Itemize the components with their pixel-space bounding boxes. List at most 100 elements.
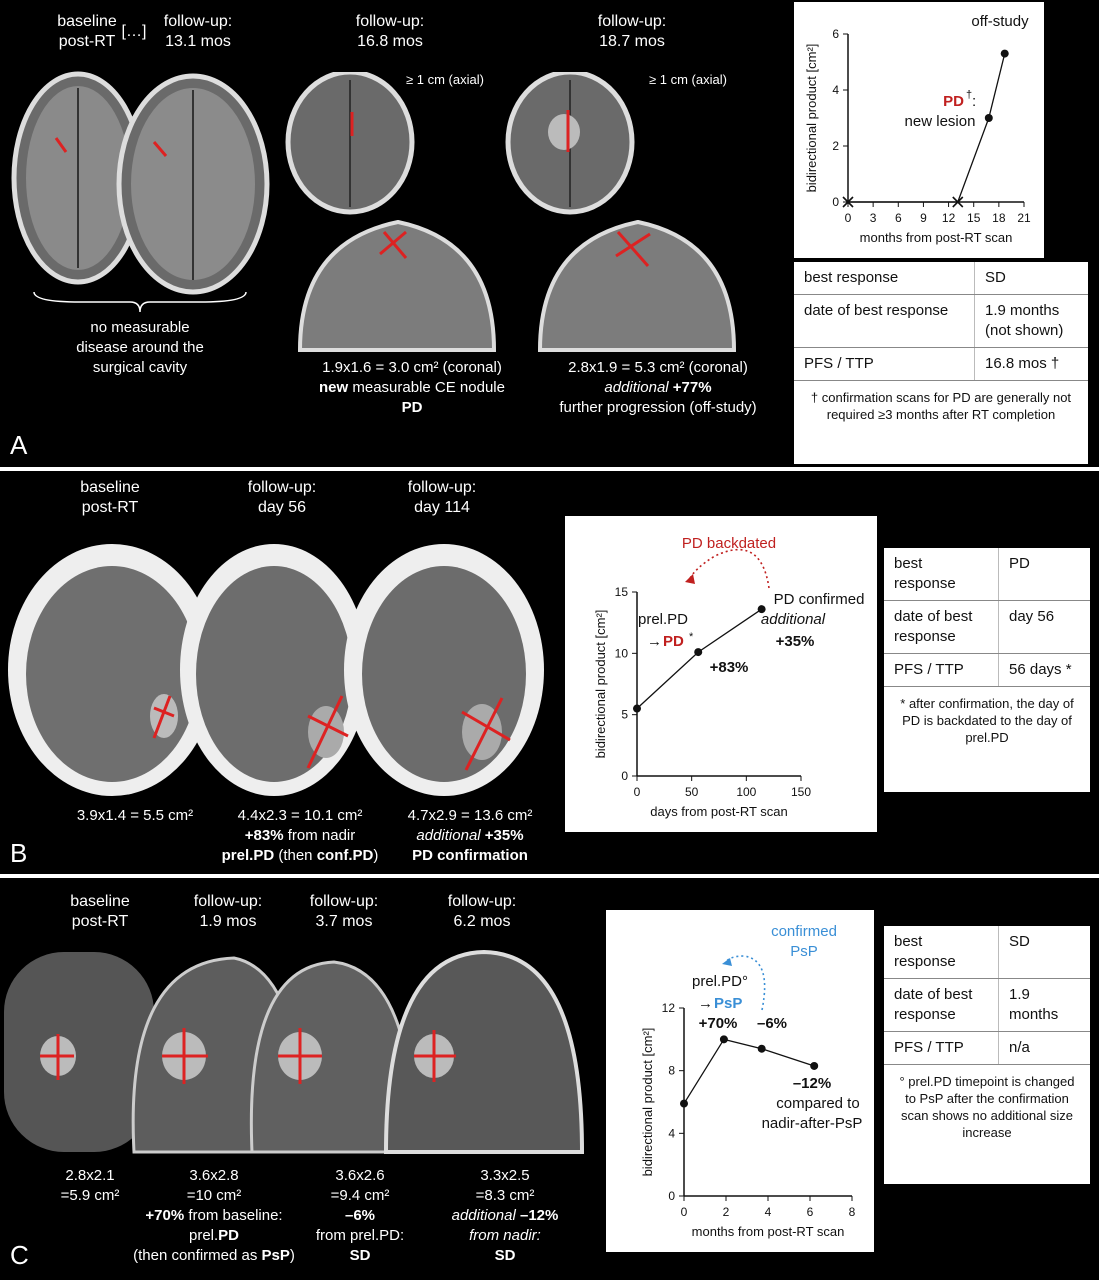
x-tick-label: 9 bbox=[920, 211, 927, 225]
label-c-1_9mos: follow-up:1.9 mos bbox=[193, 893, 263, 930]
y-tick-label: 6 bbox=[832, 27, 839, 41]
backdate-arrow-line bbox=[688, 548, 770, 589]
y-axis-label: bidirectional product [cm²] bbox=[593, 610, 608, 759]
label-a-18mos: follow-up:18.7 mos bbox=[597, 13, 667, 50]
red-arrow-icon bbox=[54, 137, 68, 153]
x-tick-label: 0 bbox=[634, 785, 641, 799]
y-tick-label: 0 bbox=[832, 195, 839, 209]
x-tick-label: 2 bbox=[723, 1205, 730, 1219]
table-b-note: * after confirmation, the day of PD is b… bbox=[900, 696, 1074, 745]
y-tick-label: 8 bbox=[668, 1064, 675, 1078]
annotation-compared-to: compared to bbox=[776, 1095, 859, 1112]
annotation-arrow: → bbox=[647, 633, 662, 650]
annotation-pd-star: * bbox=[689, 631, 694, 643]
caption-a-mid: 1.9x1.6 = 3.0 cm² (coronal) new measurab… bbox=[319, 359, 505, 416]
y-tick-label: 0 bbox=[668, 1189, 675, 1203]
x-axis-label: months from post-RT scan bbox=[860, 230, 1013, 245]
panel-letter-c: C bbox=[10, 1240, 29, 1270]
series-line bbox=[848, 53, 1006, 203]
annotation-plus83: +83% bbox=[710, 659, 749, 676]
axial-note-16mos: ≥ 1 cm (axial) bbox=[406, 72, 484, 87]
annotation-pd: PD bbox=[663, 633, 684, 650]
caption-a-right: 2.8x1.9 = 5.3 cm² (coronal) additional +… bbox=[559, 359, 757, 416]
annotation-confirmed-psp: PsP bbox=[790, 943, 818, 960]
x-tick-label: 50 bbox=[685, 785, 699, 799]
x-tick-label: 0 bbox=[681, 1205, 688, 1219]
mri-a-18mos bbox=[505, 72, 737, 352]
data-point bbox=[694, 648, 703, 657]
data-point bbox=[633, 704, 641, 713]
caption-c-1_9mos: 3.6x2.8 =10 cm² +70% from baseline: prel… bbox=[133, 1167, 295, 1264]
annotation-arrow: → bbox=[698, 995, 713, 1012]
annotation-nadir: nadir-after-PsP bbox=[762, 1115, 863, 1132]
data-point bbox=[680, 1099, 688, 1108]
caption-c-6_2mos: 3.3x2.5 =8.3 cm² additional –12% from na… bbox=[451, 1167, 559, 1264]
x-tick-label: 3 bbox=[870, 211, 877, 225]
caption-b-day56: 4.4x2.3 = 10.1 cm² +83% from nadir prel.… bbox=[221, 807, 379, 864]
y-axis-label: bidirectional product [cm²] bbox=[804, 44, 819, 193]
data-point bbox=[719, 1035, 728, 1044]
table-c-note: ° prel.PD timepoint is changed to PsP af… bbox=[899, 1074, 1075, 1140]
annotation-off-study: off-study bbox=[971, 13, 1029, 30]
x-tick-label: 18 bbox=[992, 211, 1006, 225]
x-tick-label: 0 bbox=[845, 211, 852, 225]
annotation-pd-colon: : bbox=[972, 93, 976, 110]
y-tick-label: 15 bbox=[615, 585, 629, 599]
label-b-day56: follow-up:day 56 bbox=[247, 479, 317, 516]
separator bbox=[0, 874, 1099, 878]
caption-a-left: no measurable disease around the surgica… bbox=[76, 319, 204, 376]
y-tick-label: 5 bbox=[621, 708, 628, 722]
label-a-ellipsis: […] bbox=[121, 23, 147, 40]
label-c-3_7mos: follow-up:3.7 mos bbox=[309, 893, 379, 930]
data-point bbox=[810, 1061, 819, 1070]
caption-c-baseline: 2.8x2.1=5.9 cm² bbox=[60, 1167, 120, 1204]
x-tick-label: 150 bbox=[791, 785, 811, 799]
x-tick-label: 4 bbox=[765, 1205, 772, 1219]
backdate-arrow-head-icon bbox=[685, 574, 695, 584]
x-axis-label: days from post-RT scan bbox=[650, 804, 788, 819]
data-point bbox=[1000, 49, 1009, 58]
mri-a-16mos bbox=[285, 72, 497, 352]
label-c-6_2mos: follow-up:6.2 mos bbox=[447, 893, 517, 930]
caption-c-3_7mos: 3.6x2.6 =9.4 cm² –6% from prel.PD: SD bbox=[315, 1167, 405, 1264]
psp-arrow-head-icon bbox=[722, 958, 732, 966]
red-arrow-icon bbox=[152, 141, 168, 157]
annotation-psp: PsP bbox=[714, 995, 742, 1012]
annotation-pd-backdated: PD backdated bbox=[682, 535, 776, 552]
x-tick-label: 6 bbox=[895, 211, 902, 225]
mri-a-axial-pair bbox=[11, 71, 270, 295]
caption-b-baseline: 3.9x1.4 = 5.5 cm² bbox=[76, 807, 194, 824]
y-tick-label: 4 bbox=[668, 1126, 675, 1140]
x-tick-label: 8 bbox=[849, 1205, 856, 1219]
data-point-x bbox=[952, 196, 964, 208]
table-a-note: † confirmation scans for PD are generall… bbox=[810, 390, 1072, 422]
label-a-13mos: follow-up:13.1 mos bbox=[163, 13, 233, 50]
caption-b-day114: 4.7x2.9 = 13.6 cm² additional +35% PD co… bbox=[407, 807, 533, 864]
y-tick-label: 4 bbox=[832, 83, 839, 97]
x-tick-label: 12 bbox=[942, 211, 956, 225]
series-line bbox=[683, 1038, 815, 1104]
brace-icon bbox=[33, 291, 247, 313]
y-axis-label: bidirectional product [cm²] bbox=[640, 1028, 655, 1177]
panel-letter-b: B bbox=[10, 838, 28, 868]
annotation-plus35: +35% bbox=[776, 633, 815, 650]
annotation-additional: additional bbox=[761, 611, 826, 628]
annotation-pd-confirmed: PD confirmed bbox=[774, 591, 865, 608]
data-point bbox=[757, 605, 766, 614]
